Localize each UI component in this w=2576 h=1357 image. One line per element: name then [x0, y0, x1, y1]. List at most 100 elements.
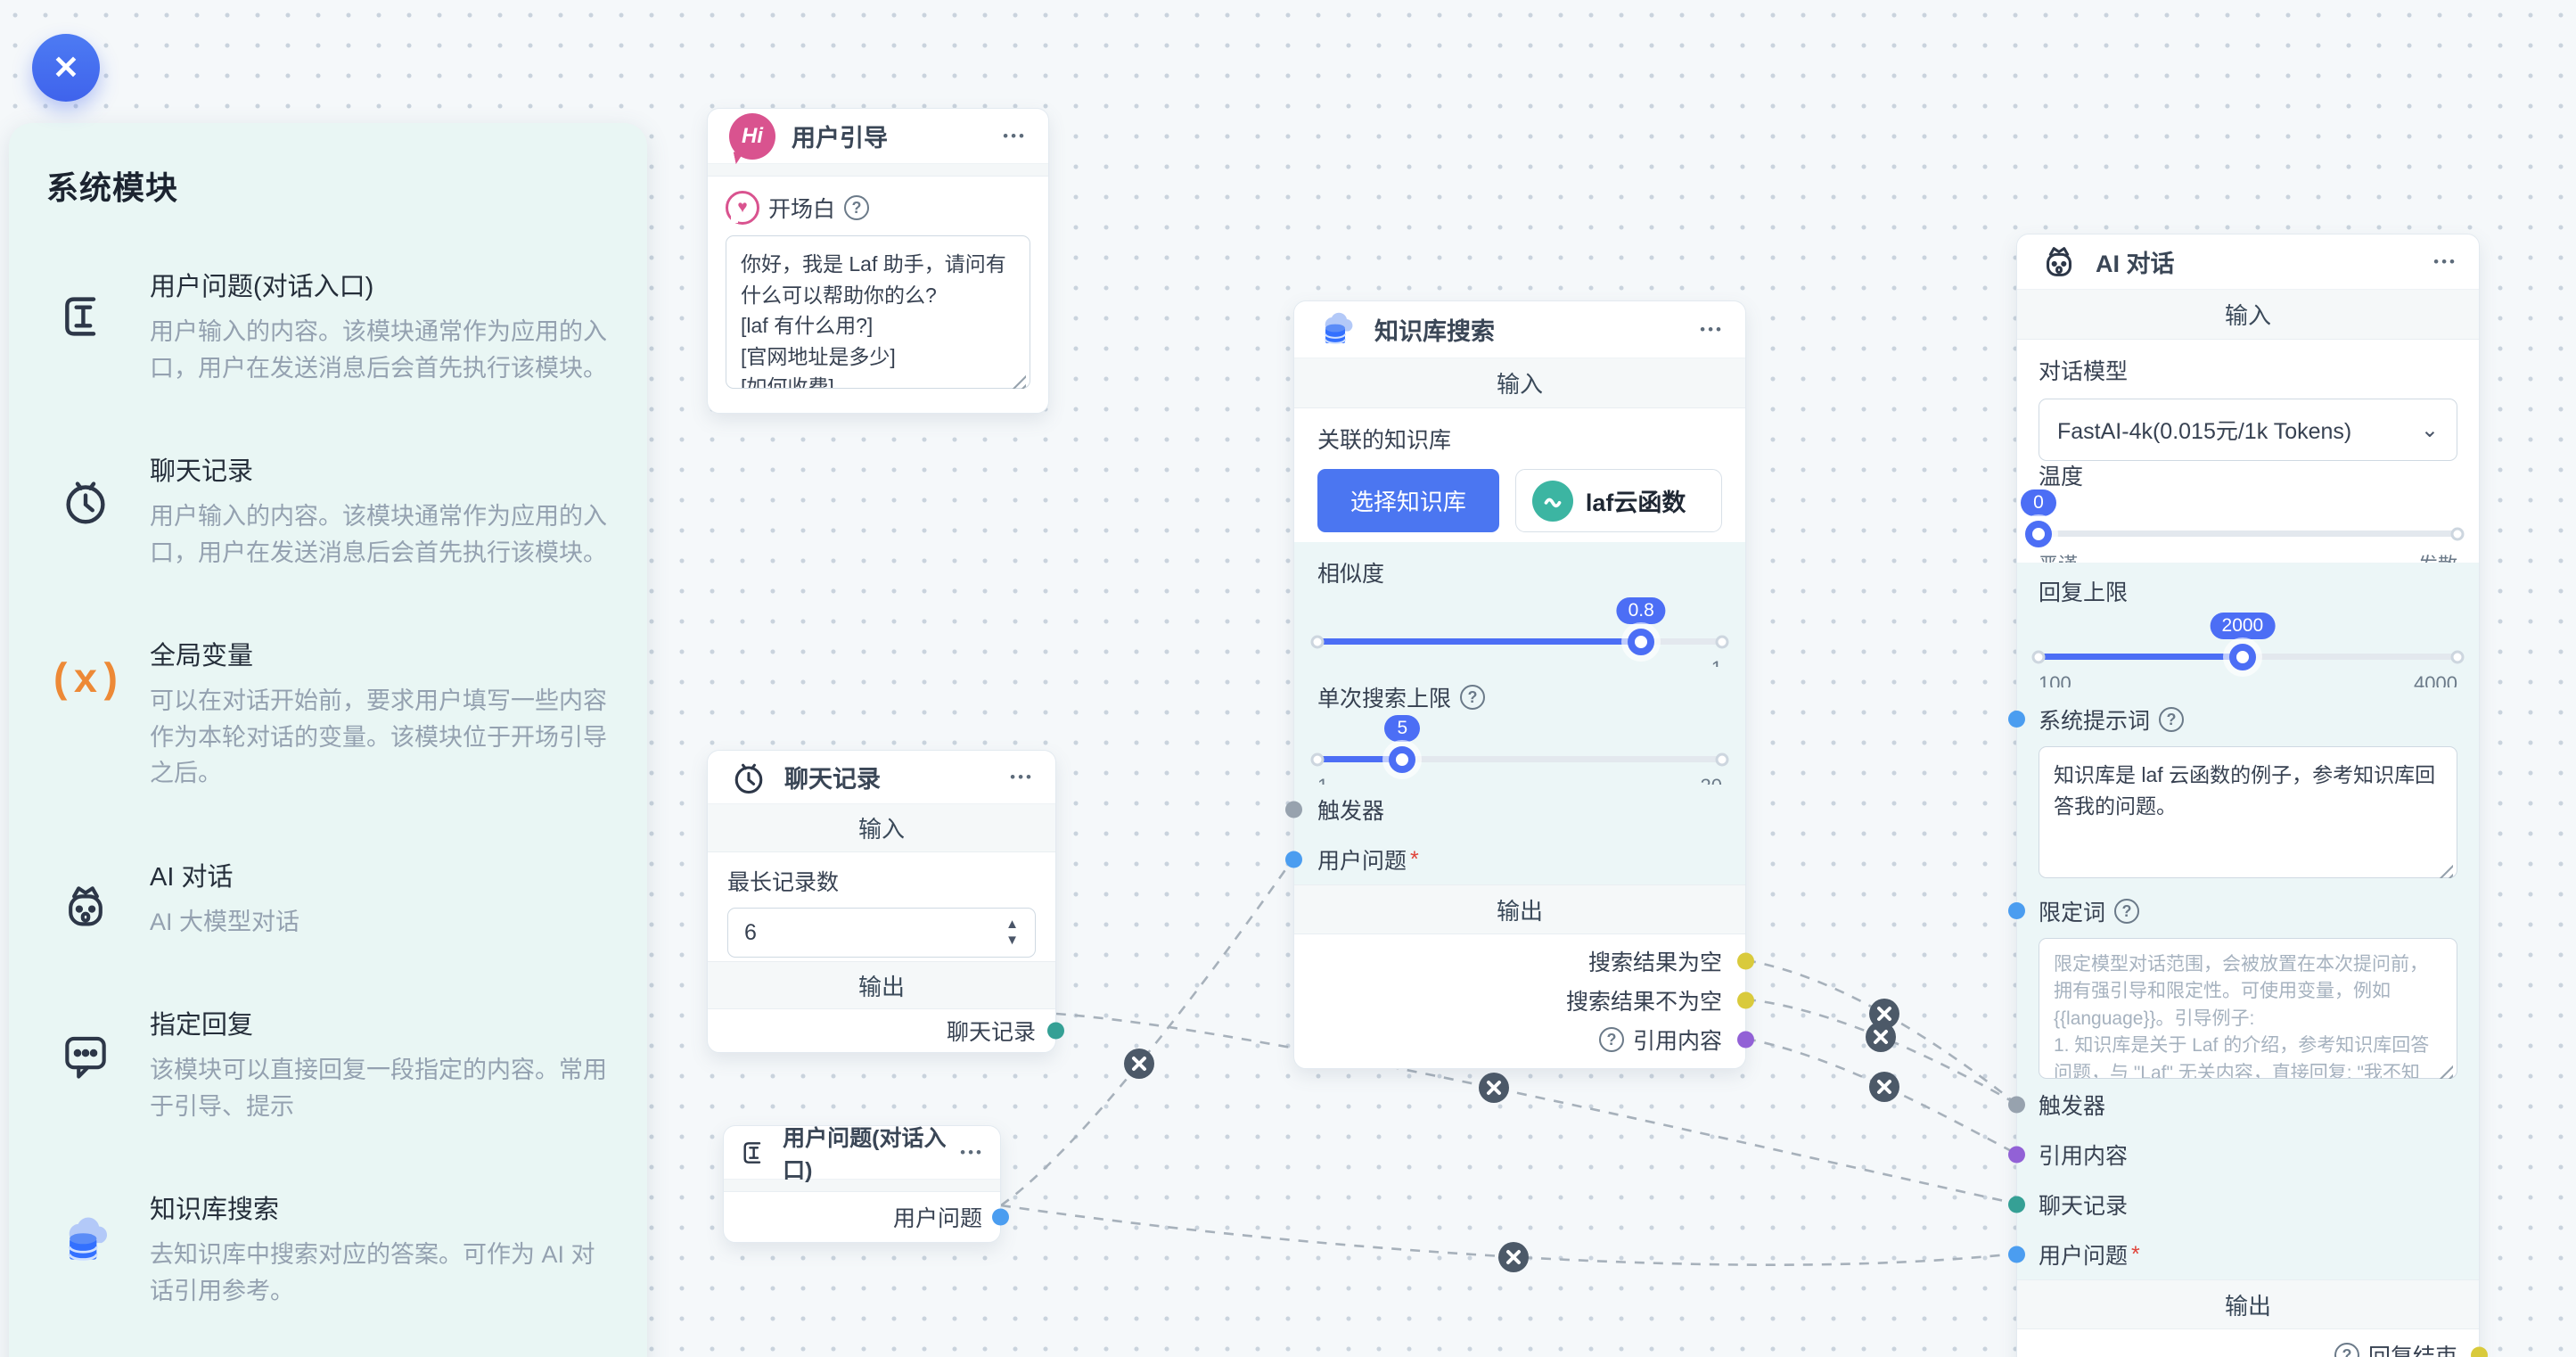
- port-dot[interactable]: [1737, 952, 1754, 970]
- stepper-icon[interactable]: ▲▼: [1005, 917, 1019, 948]
- model-select[interactable]: FastAI-4k(0.015元/1k Tokens) ⌄: [2039, 399, 2457, 461]
- text-cursor-icon: [46, 266, 125, 386]
- output-port-not-empty: 搜索结果不为空: [1294, 981, 1754, 1020]
- node-subheader: [724, 1180, 1000, 1192]
- port-dot[interactable]: [1285, 851, 1302, 868]
- node-subheader: [708, 164, 1048, 177]
- robot-icon: [46, 856, 125, 941]
- port-dot[interactable]: [1737, 1031, 1754, 1049]
- module-title: 全局变量: [150, 642, 254, 670]
- input-port-trigger: 触发器: [1285, 785, 1745, 835]
- edge-kb-notempty-to-ai-trigger: [1745, 998, 2017, 1106]
- input-section-header: 输入: [2017, 290, 2479, 340]
- system-modules-panel: 系统模块 用户问题(对话入口) 用户输入的内容。该模块通常作为应用的入口，用户在…: [9, 123, 647, 1357]
- help-icon[interactable]: ?: [2334, 1343, 2359, 1357]
- port-dot[interactable]: [2008, 1096, 2025, 1114]
- output-port-finish: ? 回复结束: [2017, 1329, 2488, 1357]
- delete-edge-button[interactable]: [1498, 1242, 1529, 1272]
- welcome-label: 开场白: [768, 197, 836, 222]
- module-desc: 该模块可以直接回复一段指定的内容。常用于引导、提示: [150, 1057, 607, 1120]
- delete-edge-button[interactable]: [1866, 1022, 1896, 1052]
- max-records-label: 最长记录数: [727, 870, 840, 895]
- number-field[interactable]: [744, 919, 923, 946]
- node-menu-button[interactable]: •••: [1003, 127, 1027, 144]
- port-dot[interactable]: [2008, 1246, 2025, 1263]
- delete-edge-button[interactable]: [1124, 1049, 1154, 1079]
- node-menu-button[interactable]: •••: [2433, 252, 2457, 270]
- welcome-textarea[interactable]: 你好，我是 Laf 助手，请问有什么可以帮助你的么? [laf 有什么用?] […: [726, 235, 1030, 389]
- port-dot[interactable]: [1047, 1022, 1064, 1040]
- node-title: 用户问题(对话入口): [783, 1125, 947, 1183]
- max-records-input[interactable]: ▲▼: [727, 908, 1036, 958]
- node-user-question[interactable]: 用户问题(对话入口) ••• 用户问题: [723, 1125, 1009, 1243]
- port-dot[interactable]: [2008, 1146, 2025, 1164]
- input-port-quote: 引用内容: [2008, 1130, 2479, 1180]
- sidebar-item-user-question[interactable]: 用户问题(对话入口) 用户输入的内容。该模块通常作为应用的入口，用户在发送消息后…: [46, 266, 610, 386]
- node-ai-chat[interactable]: AI 对话 ••• 输入 对话模型 FastAI-4k(0.015元/1k To…: [2008, 234, 2488, 1357]
- output-section-header: 输出: [2017, 1279, 2479, 1329]
- module-desc: 用户输入的内容。该模块通常作为应用的入口，用户在发送消息后会首先执行该模块。: [150, 503, 607, 566]
- sidebar-item-kb-search[interactable]: 知识库搜索 去知识库中搜索对应的答案。可作为 AI 对话引用参考。: [46, 1188, 610, 1309]
- help-icon[interactable]: ?: [1598, 1027, 1624, 1052]
- search-limit-label: 单次搜索上限: [1317, 687, 1452, 711]
- delete-edge-button[interactable]: [1869, 1072, 1899, 1102]
- dataset-chip-button[interactable]: laf云函数: [1514, 469, 1722, 532]
- port-dot[interactable]: [2471, 1346, 2488, 1357]
- module-title: 知识库搜索: [150, 1196, 280, 1224]
- hi-bubble-icon: Hi: [729, 112, 775, 160]
- limit-words-textarea[interactable]: [2039, 938, 2457, 1079]
- node-user-guide[interactable]: Hi 用户引导 ••• ♥ 开场白 ? 你好，我是 Laf 助手，请问有什么可以…: [707, 108, 1049, 414]
- port-dot[interactable]: [2008, 1196, 2025, 1213]
- edge-kb-empty-to-ai-trigger: [1745, 958, 2017, 1106]
- close-icon: ✕: [52, 49, 80, 86]
- module-title: AI 对话: [150, 862, 234, 892]
- temperature-label: 温度: [2039, 465, 2084, 489]
- node-menu-button[interactable]: •••: [960, 1143, 984, 1161]
- help-icon[interactable]: ?: [2159, 707, 2185, 732]
- output-port-question: 用户问题: [724, 1192, 1009, 1242]
- node-menu-button[interactable]: •••: [1010, 768, 1034, 785]
- search-limit-slider[interactable]: 5 1 20: [1310, 715, 1729, 798]
- node-title: 用户引导: [792, 125, 888, 152]
- output-port-quote: ? 引用内容: [1294, 1020, 1754, 1059]
- system-prompt-textarea[interactable]: 知识库是 laf 云函数的例子，参考知识库回答我的问题。: [2039, 746, 2457, 878]
- node-title: 知识库搜索: [1374, 318, 1495, 345]
- node-menu-button[interactable]: •••: [1700, 320, 1724, 338]
- port-dot[interactable]: [1285, 801, 1302, 818]
- module-title: 用户问题(对话入口): [150, 273, 374, 301]
- module-title: 指定回复: [150, 1011, 254, 1040]
- input-port-question: 用户问题*: [1285, 835, 1745, 884]
- clock-icon: [46, 450, 125, 571]
- input-port-history: 聊天记录: [2008, 1180, 2479, 1230]
- input-port-question: 用户问题*: [2008, 1230, 2479, 1279]
- edge-userq-to-ai-question: [1000, 1204, 2017, 1266]
- system-prompt-label: 系统提示词: [2039, 709, 2151, 734]
- module-title: 聊天记录: [150, 457, 254, 486]
- sidebar-item-ai-chat[interactable]: AI 对话 AI 大模型对话: [46, 856, 610, 941]
- port-dot[interactable]: [1737, 991, 1754, 1009]
- edge-kb-quote-to-ai-quote: [1745, 1037, 2017, 1156]
- laf-logo-icon: [1531, 480, 1573, 522]
- sidebar-item-chat-history[interactable]: 聊天记录 用户输入的内容。该模块通常作为应用的入口，用户在发送消息后会首先执行该…: [46, 450, 610, 571]
- welcome-heart-icon: ♥: [726, 191, 759, 225]
- help-icon[interactable]: ?: [1460, 685, 1486, 710]
- port-dot[interactable]: [2008, 902, 2025, 919]
- help-icon[interactable]: ?: [844, 195, 870, 220]
- node-chat-history[interactable]: 聊天记录 ••• 输入 最长记录数 ▲▼ 输出 聊天记录: [707, 750, 1064, 1053]
- port-dot[interactable]: [2008, 711, 2025, 728]
- delete-edge-button[interactable]: [1869, 999, 1899, 1029]
- port-dot[interactable]: [992, 1208, 1009, 1226]
- sidebar-item-assigned-reply[interactable]: 指定回复 该模块可以直接回复一段指定的内容。常用于引导、提示: [46, 1004, 610, 1124]
- node-title: 聊天记录: [784, 766, 881, 793]
- variable-icon: (x): [48, 658, 123, 704]
- output-section-header: 输出: [708, 961, 1055, 1009]
- sidebar-item-global-variables[interactable]: (x) 全局变量 可以在对话开始前，要求用户填写一些内容作为本轮对话的变量。该模…: [46, 635, 610, 792]
- close-panel-button[interactable]: ✕: [32, 34, 100, 102]
- limit-words-label: 限定词: [2039, 901, 2106, 925]
- reply-bubble-icon: [46, 1004, 125, 1124]
- select-dataset-button[interactable]: 选择知识库: [1317, 469, 1499, 532]
- module-desc: 去知识库中搜索对应的答案。可作为 AI 对话引用参考。: [150, 1241, 595, 1304]
- delete-edge-button[interactable]: [1479, 1073, 1509, 1103]
- node-kb-search[interactable]: 知识库搜索 ••• 输入 关联的知识库 选择知识库 laf云函数 相似度 0.8: [1285, 300, 1754, 1069]
- help-icon[interactable]: ?: [2114, 899, 2140, 924]
